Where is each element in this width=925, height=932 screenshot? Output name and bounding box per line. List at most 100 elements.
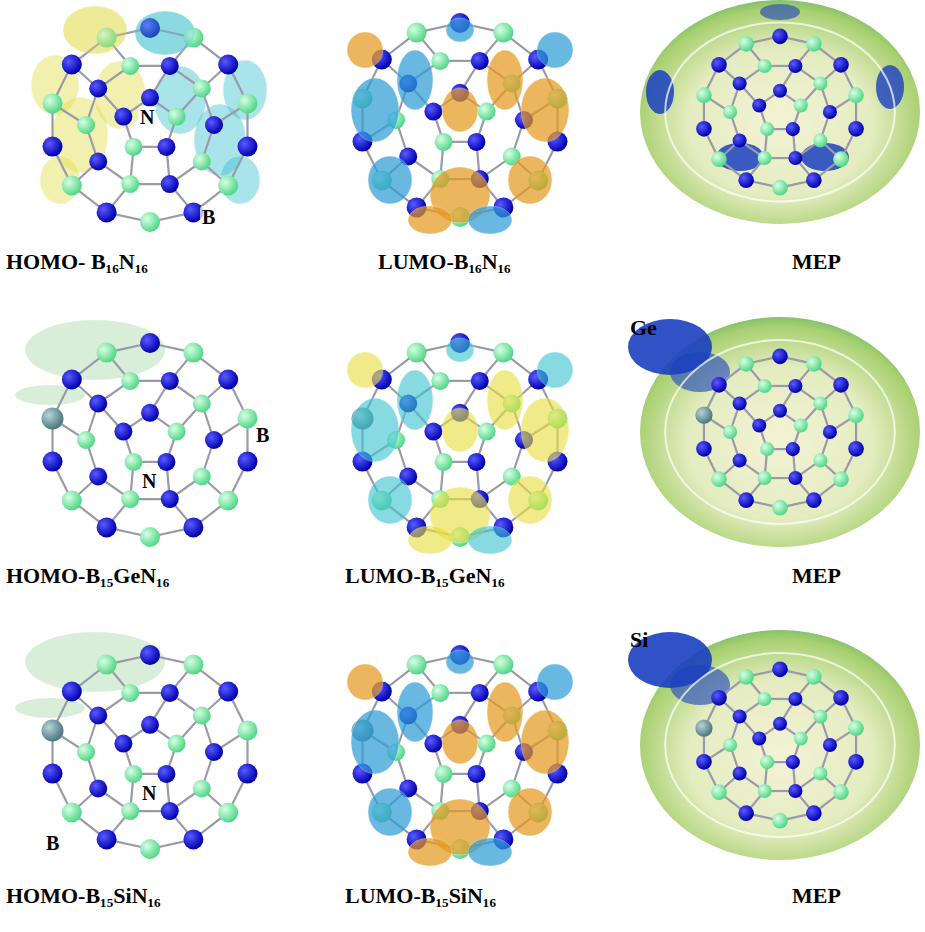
- atom-sphere: [823, 105, 837, 119]
- atom-sphere: [89, 395, 107, 413]
- atom-sphere: [760, 442, 774, 456]
- atom-sphere: [711, 151, 727, 167]
- atom-sphere: [114, 108, 132, 126]
- atom-sphere: [733, 766, 747, 780]
- orbital-lobe: [63, 6, 127, 54]
- atom-sphere: [424, 735, 442, 753]
- panel-caption: MEP: [792, 884, 841, 908]
- panel-caption: MEP: [792, 564, 841, 588]
- orbital-lobes: [347, 650, 573, 866]
- cage-molecule: [696, 29, 864, 196]
- atom-sphere: [237, 764, 257, 784]
- atom-sphere: [97, 202, 117, 222]
- panel-caption: LUMO-B₁₅SiN₁₆: [345, 884, 496, 908]
- atom-sphere: [89, 779, 107, 797]
- orbital-lobe: [135, 11, 195, 55]
- atom-sphere: [773, 717, 787, 731]
- atom-sphere: [806, 172, 822, 188]
- atom-sphere: [168, 423, 186, 441]
- orbital-lobes: [63, 6, 195, 55]
- atom-sphere: [758, 151, 772, 165]
- atom-sphere: [772, 500, 788, 516]
- atom-sphere: [723, 425, 737, 439]
- atom-sphere: [140, 333, 160, 353]
- atom-sphere: [193, 707, 211, 725]
- cage-molecule: [695, 662, 863, 829]
- atom-sphere: [788, 471, 802, 485]
- atom-sphere: [848, 121, 864, 137]
- atom-sphere: [467, 765, 485, 783]
- orbital-lobe: [537, 664, 573, 700]
- orbital-lobe: [521, 710, 569, 774]
- orbital-lobe: [508, 788, 552, 836]
- atom-sphere: [42, 407, 64, 429]
- atom-sphere: [77, 743, 95, 761]
- atom-sphere: [833, 471, 849, 487]
- atom-sphere: [752, 98, 766, 112]
- atom-sphere: [89, 80, 107, 98]
- atom-sphere: [193, 467, 211, 485]
- cage-molecule: [42, 333, 258, 547]
- atom-sphere: [711, 784, 727, 800]
- atom-sphere: [168, 108, 186, 126]
- atom-sphere: [168, 735, 186, 753]
- atom-sphere: [161, 490, 179, 508]
- atom-sphere: [205, 743, 223, 761]
- atom-sphere: [493, 655, 513, 675]
- atom-sphere: [695, 407, 712, 424]
- atom-sphere: [738, 805, 754, 821]
- atom-sphere: [407, 343, 427, 363]
- mep-patch: [760, 4, 800, 20]
- atom-sphere: [733, 133, 747, 147]
- atom-sphere: [43, 452, 63, 472]
- atom-sphere: [193, 80, 211, 98]
- atom-sphere: [794, 98, 808, 112]
- orbital-lobes: [31, 6, 267, 204]
- orbital-lobe: [368, 476, 412, 524]
- atom-sphere: [806, 356, 822, 372]
- atom-label: N: [140, 782, 158, 804]
- mep-surface: [628, 317, 920, 547]
- atom-sphere: [140, 527, 160, 547]
- orbital-lobe: [347, 352, 383, 388]
- atom-sphere: [157, 453, 175, 471]
- atom-sphere: [431, 372, 449, 390]
- atom-sphere: [218, 370, 238, 390]
- atom-sphere: [125, 765, 143, 783]
- atom-sphere: [696, 121, 712, 137]
- atom-sphere: [218, 682, 238, 702]
- atom-sphere: [695, 720, 712, 737]
- atom-sphere: [711, 471, 727, 487]
- panel-caption: HOMO- B₁₆N₁₆: [6, 250, 148, 274]
- atom-sphere: [733, 77, 747, 91]
- atom-sphere: [161, 802, 179, 820]
- orbital-lobe: [442, 408, 478, 452]
- atom-sphere: [823, 425, 837, 439]
- atom-sphere: [140, 645, 160, 665]
- atom-sphere: [760, 755, 774, 769]
- atom-sphere: [435, 133, 453, 151]
- atom-sphere: [823, 738, 837, 752]
- atom-sphere: [431, 684, 449, 702]
- panel-caption: HOMO-B₁₅GeN₁₆: [6, 564, 169, 588]
- mep-patch: [646, 70, 674, 114]
- orbital-lobe: [468, 526, 512, 554]
- atom-sphere: [738, 492, 754, 508]
- orbital-lobe: [487, 50, 523, 110]
- atom-sphere: [125, 138, 143, 156]
- atom-sphere: [848, 754, 864, 770]
- atom-sphere: [711, 377, 727, 393]
- atom-sphere: [161, 372, 179, 390]
- orbital-lobe: [446, 650, 474, 674]
- panel-caption: LUMO-B₁₅GeN₁₆: [345, 564, 505, 588]
- atom-sphere: [237, 137, 257, 157]
- orbital-lobe: [397, 50, 433, 110]
- atom-sphere: [738, 356, 754, 372]
- atom-sphere: [758, 471, 772, 485]
- atom-sphere: [114, 735, 132, 753]
- atom-sphere: [467, 133, 485, 151]
- atom-sphere: [711, 690, 727, 706]
- atom-label: B: [254, 424, 271, 446]
- atom-sphere: [424, 103, 442, 121]
